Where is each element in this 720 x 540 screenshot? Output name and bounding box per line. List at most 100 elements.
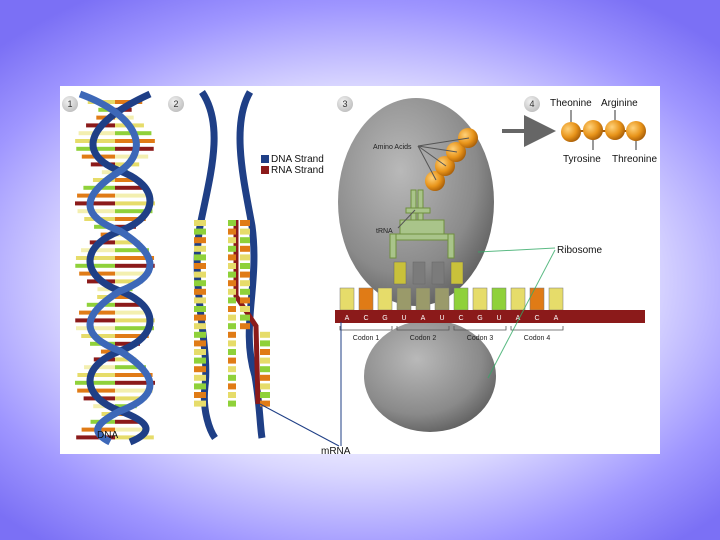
amino-acid-label-tyrosine: Tyrosine [563,154,601,165]
ribosome-pointer-top [478,248,555,252]
base [194,254,206,260]
base [194,375,206,381]
mrna-base [473,288,487,310]
base [228,272,236,278]
mrna-base [492,288,506,310]
base [228,340,236,346]
base [194,349,206,355]
mrna-base-letter: U [439,315,444,322]
step-number: 3 [342,99,347,109]
base [194,383,206,389]
mrna-base [340,288,354,310]
mrna-base [454,288,468,310]
legend-rna-strand: RNA Strand [271,165,324,176]
amino-acid-label-theonine: Theonine [550,98,592,109]
base [228,332,236,338]
mrna-base-letter: C [458,315,463,322]
legend: DNA Strand RNA Strand [261,154,324,176]
mrna-base-letter: U [401,315,406,322]
base [194,306,206,312]
base [194,220,206,226]
base [228,401,236,407]
codon-label: Codon 3 [467,335,494,342]
base [194,358,206,364]
base [228,383,236,389]
base [228,306,236,312]
base [260,349,270,355]
base [228,315,236,321]
ribosome-label: Ribosome [557,245,602,256]
base [240,280,250,286]
base-pair [75,264,115,268]
base [194,340,206,346]
codon-label: Codon 1 [353,335,380,342]
base [240,272,250,278]
base [194,237,206,243]
base [194,392,206,398]
base [194,263,206,269]
step-number: 4 [529,99,534,109]
mrna-base-letter: A [421,315,426,322]
mrna-base-letter: A [554,315,559,322]
base-pair [75,201,115,205]
base [194,229,206,235]
base [228,220,236,226]
base [194,280,206,286]
base [260,401,270,407]
base [260,358,270,364]
dna-helix [75,94,155,442]
base [240,237,250,243]
anticodon-base [432,262,444,284]
base [240,229,250,235]
base [228,297,236,303]
anticodon-base [394,262,406,284]
base [228,392,236,398]
base [260,392,270,398]
base [194,272,206,278]
base [260,383,270,389]
amino-acid-label-arginine: Arginine [601,98,638,109]
base [240,297,250,303]
mrna-base-letter: G [382,315,387,322]
mrna-base [511,288,525,310]
base [240,263,250,269]
base [240,289,250,295]
base-pair [75,381,115,385]
amino-acid [561,122,581,142]
base [260,366,270,372]
separated-strands [194,92,270,438]
base [228,246,236,252]
base [240,254,250,260]
base [228,289,236,295]
amino-acid [583,120,603,140]
base [260,340,270,346]
base [194,297,206,303]
mrna-label: mRNA [321,446,351,454]
amino-acids-label: Amino Acids [373,144,412,151]
base [228,349,236,355]
mrna-base [359,288,373,310]
amino-acid [605,120,625,140]
base [240,323,250,329]
base [194,332,206,338]
base [228,263,236,269]
step-number: 2 [173,99,178,109]
base [240,306,250,312]
base [240,246,250,252]
mrna-base-letter: C [363,315,368,322]
base-pair [76,326,115,330]
mrna-base [416,288,430,310]
polypeptide-chain [561,110,646,150]
amino-acid-label-threonine: Threonine [612,154,657,165]
base-pair [75,318,115,322]
rna-strand-swatch [261,166,269,174]
base [228,375,236,381]
base [194,366,206,372]
base [194,315,206,321]
step-number: 1 [67,99,72,109]
mrna-base-letter: U [496,315,501,322]
mrna-base-letter: G [477,315,482,322]
